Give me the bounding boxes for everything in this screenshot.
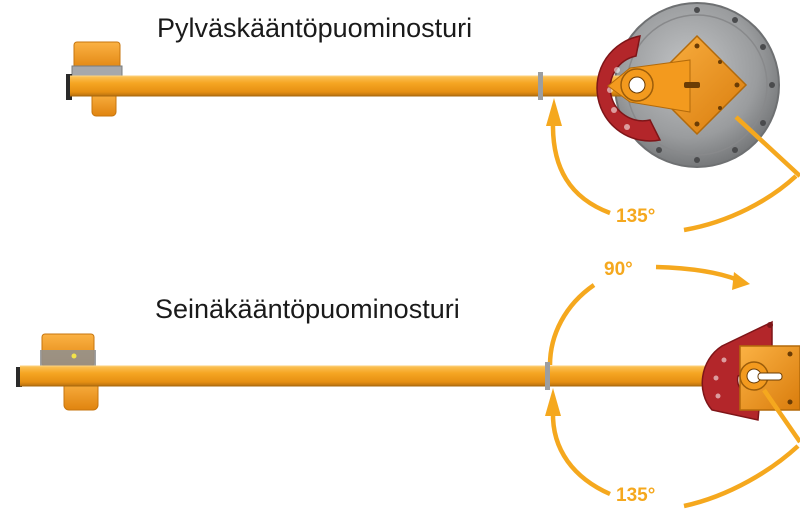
pillar-crane-title: Pylväskääntöpuominosturi bbox=[157, 13, 472, 43]
wall-hoist bbox=[16, 333, 99, 411]
pillar-mounting-plate bbox=[607, 34, 748, 136]
pillar-angle-label: 135° bbox=[616, 206, 655, 227]
pillar-jib-beam bbox=[70, 72, 625, 100]
wall-crane-figure: Seinäkääntöpuominosturi 90° bbox=[16, 259, 800, 509]
wall-angle-label-top: 90° bbox=[604, 259, 633, 280]
pillar-crane-figure: Pylväskääntöpuominosturi bbox=[66, 2, 800, 233]
wall-angle-label-bottom: 135° bbox=[616, 485, 655, 506]
wall-jib-beam bbox=[20, 362, 730, 390]
wall-crane-title: Seinäkääntöpuominosturi bbox=[155, 294, 460, 324]
pillar-rotation-arc: 135° bbox=[546, 98, 800, 233]
wall-rotation-arc-top: 90° bbox=[547, 259, 750, 366]
wall-rotation-arc-bottom: 135° bbox=[545, 388, 800, 509]
